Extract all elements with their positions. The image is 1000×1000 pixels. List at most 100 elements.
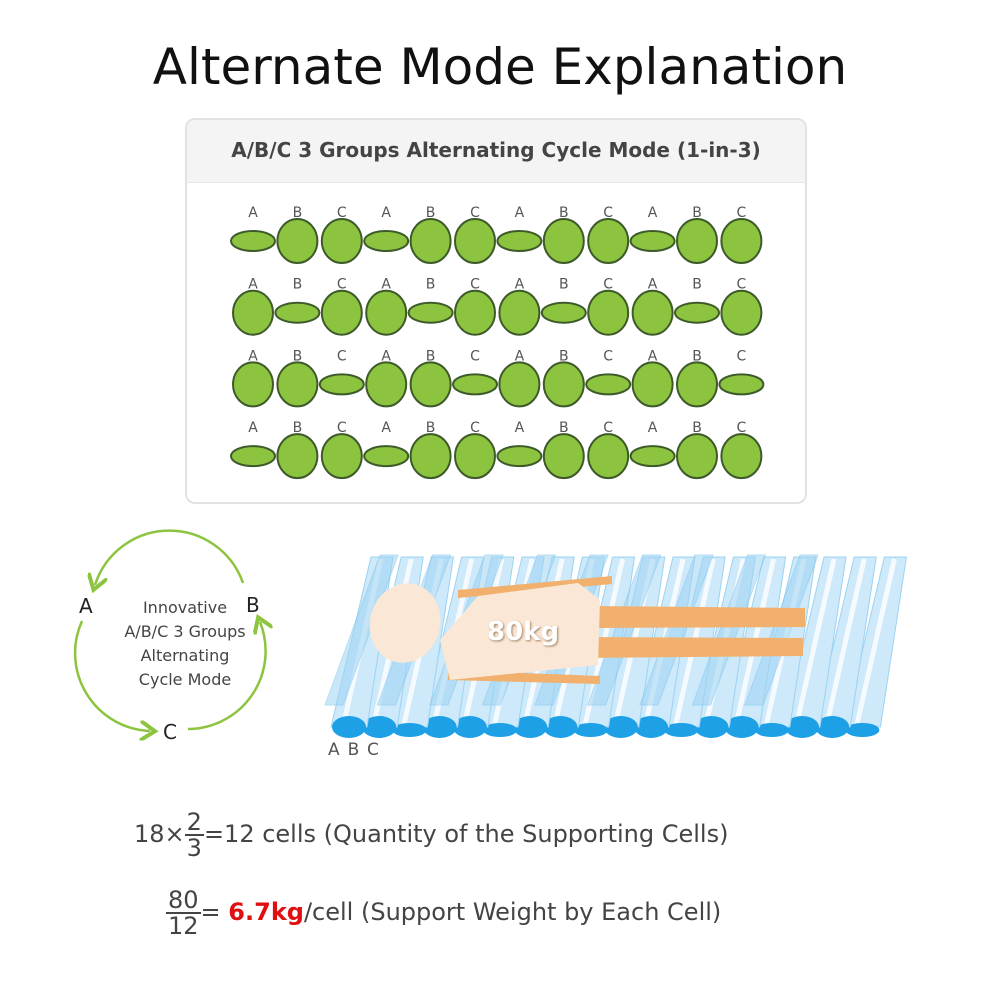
formula-text: 18×	[134, 820, 185, 848]
mattress-label-c: C	[367, 740, 387, 760]
inflated-tube-end	[724, 716, 759, 738]
column-label: A	[248, 420, 258, 436]
column-label: A	[648, 420, 658, 436]
inflated-cell	[365, 361, 408, 408]
column-label: B	[426, 277, 436, 293]
inflated-cell	[631, 289, 674, 336]
deflated-cell	[718, 373, 765, 396]
top-tube-overlay	[324, 554, 399, 706]
deflated-tube-end	[483, 723, 517, 737]
column-label: C	[337, 277, 347, 293]
inflated-cell	[498, 289, 541, 336]
column-label: A	[248, 205, 258, 221]
inflated-tube-end	[634, 716, 668, 738]
tube-highlight	[853, 558, 897, 728]
weight-label: 80kg	[487, 617, 560, 647]
inflated-cell	[720, 218, 763, 264]
deflated-cell	[674, 301, 720, 324]
arrow-a-to-c	[73, 620, 150, 731]
column-label: A	[648, 277, 658, 293]
column-label: B	[559, 205, 569, 221]
deflated-cell	[496, 445, 543, 468]
inflated-cell	[542, 433, 585, 480]
person-leg	[590, 606, 805, 628]
inflated-cell	[409, 218, 452, 264]
column-label: B	[559, 277, 569, 293]
inflated-tube-end	[332, 716, 366, 738]
cycle-line: Cycle Mode	[138, 670, 232, 689]
inflated-tube-end	[362, 716, 397, 738]
column-label: B	[293, 277, 303, 293]
deflated-cell	[230, 230, 276, 252]
column-label: C	[603, 205, 613, 221]
inflated-cell	[587, 289, 630, 336]
panel-header	[187, 120, 805, 183]
inflated-cell	[276, 433, 319, 480]
inflated-cell	[720, 289, 763, 336]
column-label: A	[515, 348, 525, 364]
column-label: A	[648, 205, 658, 221]
inflated-cell	[232, 289, 274, 336]
inflated-cell	[454, 218, 496, 264]
inflated-tube-end	[603, 716, 638, 738]
denominator: 12	[168, 912, 199, 940]
inflated-cell	[676, 433, 718, 480]
mattress-group-labels: ABC	[328, 740, 387, 760]
column-label: B	[559, 420, 569, 436]
cycle-label-b: B	[246, 593, 260, 617]
deflated-cell	[363, 230, 410, 252]
cycle-line: A/B/C 3 Groups	[124, 622, 246, 641]
deflated-cell	[629, 230, 676, 252]
deflated-cell	[318, 373, 365, 396]
inflated-cell	[409, 361, 452, 408]
column-label: B	[293, 348, 303, 364]
inflated-cell	[320, 218, 363, 264]
cycle-label-a: A	[79, 594, 93, 618]
inflated-cell	[320, 289, 363, 336]
deflated-tube-end	[845, 723, 880, 737]
top-tube-overlay	[586, 554, 662, 706]
inflated-cell	[676, 218, 718, 264]
cycle-description: Innovative A/B/C 3 Groups Alternating Cy…	[100, 596, 270, 692]
column-label: C	[470, 348, 480, 364]
deflated-cell	[540, 301, 587, 324]
deflated-cell	[274, 301, 321, 324]
formula-text: /cell (Support Weight by Each Cell)	[303, 898, 722, 926]
person-leg	[585, 637, 803, 658]
deflated-tube-end	[573, 723, 608, 737]
person-torso	[440, 583, 600, 680]
inflated-cell	[276, 361, 319, 408]
column-label: B	[692, 420, 702, 436]
column-label: C	[470, 420, 480, 436]
cycle-line: Alternating	[140, 646, 230, 665]
column-label: B	[559, 348, 569, 364]
deflated-cell	[452, 373, 498, 396]
inflated-cell	[542, 361, 585, 408]
column-label: A	[515, 420, 525, 436]
inflated-tube-end	[543, 716, 578, 738]
deflated-cell	[585, 373, 632, 396]
deflated-tube-end	[664, 723, 699, 737]
inflated-tube-end	[815, 716, 850, 738]
inflated-cell	[276, 218, 319, 264]
tube-highlight	[823, 558, 867, 728]
column-label: C	[737, 205, 747, 221]
inflated-tube-end	[452, 716, 487, 738]
inflated-cell	[498, 361, 541, 408]
inflated-cell	[587, 433, 630, 480]
column-label: A	[648, 348, 658, 364]
deflated-cell	[496, 230, 543, 252]
column-label: B	[426, 348, 436, 364]
inflated-cell	[676, 361, 718, 408]
column-label: A	[248, 348, 258, 364]
column-label: C	[737, 348, 747, 364]
arrow-b-to-a	[95, 529, 245, 585]
deflated-cell	[363, 445, 410, 468]
column-label: C	[603, 420, 613, 436]
panel-title: A/B/C 3 Groups Alternating Cycle Mode (1…	[231, 138, 761, 162]
deflated-cell	[629, 445, 676, 468]
